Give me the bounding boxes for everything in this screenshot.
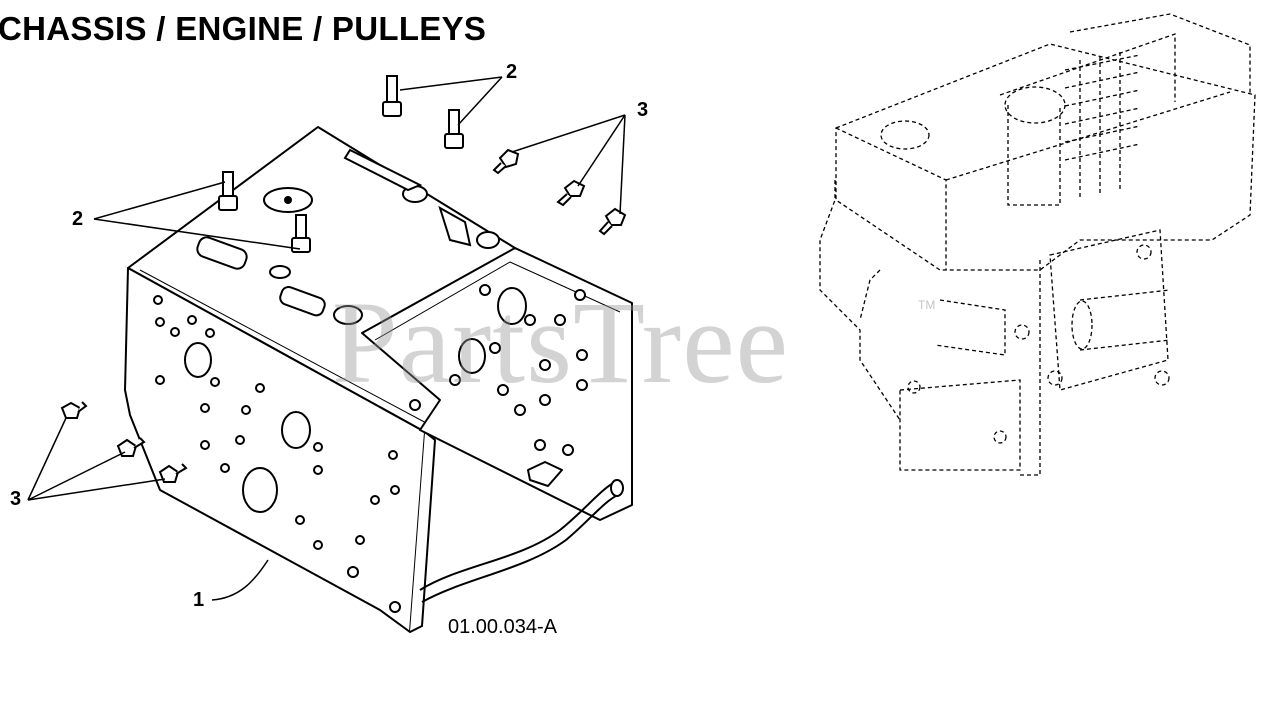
leader-lines: [27, 76, 626, 601]
callout-1: 1: [193, 589, 205, 611]
left-plate-holes: [153, 295, 401, 613]
bolt-3: [598, 207, 627, 236]
bolt-2: [556, 179, 586, 207]
engine-outline: [819, 13, 1256, 476]
top-plate-openings: [196, 148, 500, 325]
right-plate-holes: [409, 284, 588, 456]
bolt-1: [492, 148, 520, 175]
stud-2: [444, 109, 464, 149]
callout-3-top: 3: [637, 99, 649, 121]
bolt-6: [158, 463, 188, 483]
stud-1: [382, 75, 402, 117]
watermark-trademark: TM: [918, 298, 936, 312]
stud-parts: [218, 75, 464, 253]
watermark-text: PartsTree: [332, 277, 789, 408]
bolt-4: [60, 401, 88, 419]
callout-2-left: 2: [72, 208, 84, 230]
stud-3: [218, 171, 238, 211]
callout-3-left: 3: [10, 488, 22, 510]
drawing-number: 01.00.034-A: [448, 616, 557, 638]
page-title: CHASSIS / ENGINE / PULLEYS: [0, 10, 487, 47]
callout-2-top: 2: [506, 61, 518, 83]
